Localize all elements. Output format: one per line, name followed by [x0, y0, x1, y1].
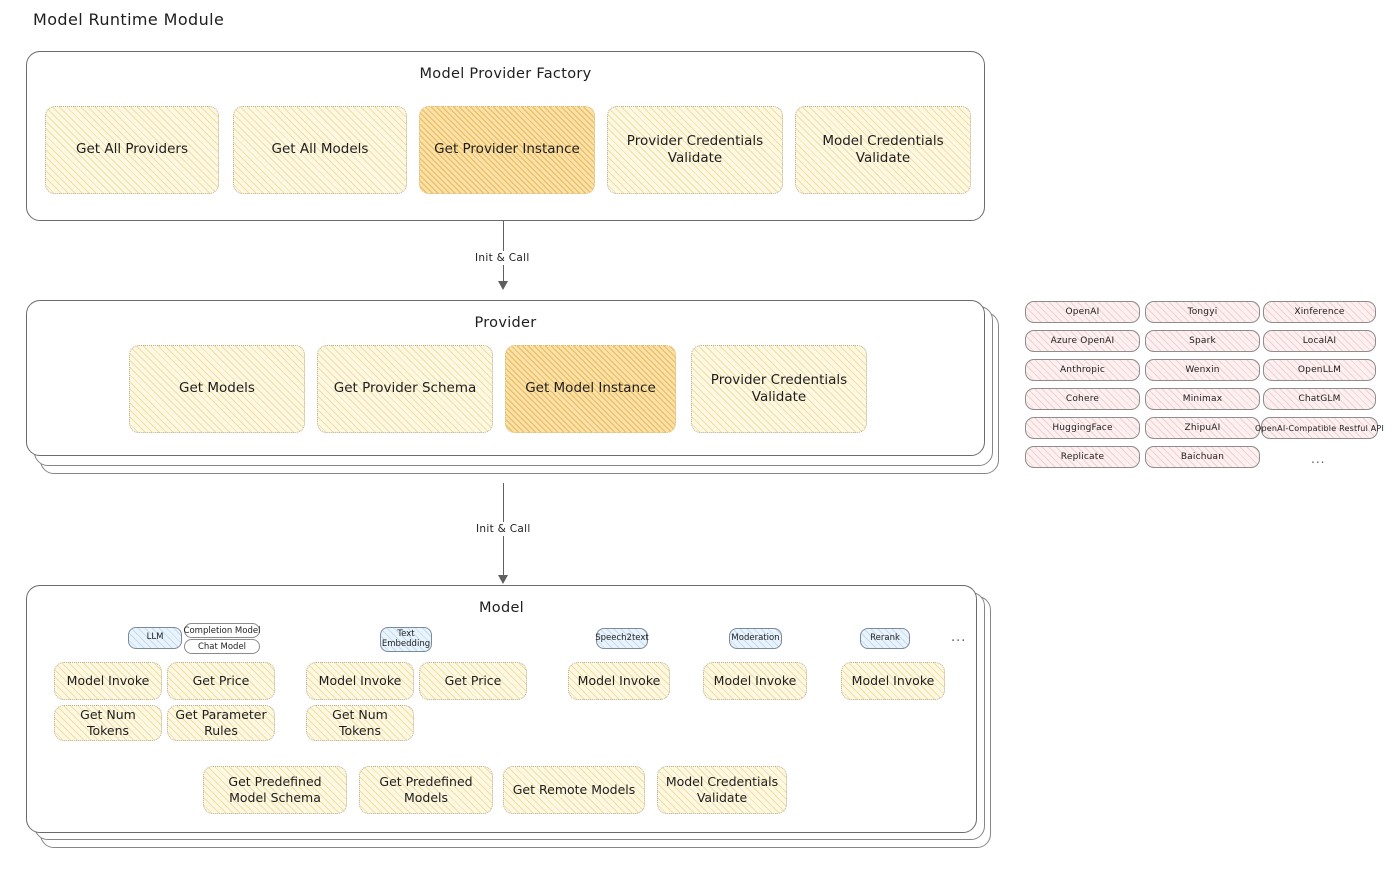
model-provider-factory-title: Model Provider Factory — [419, 66, 592, 82]
model-text-embedding-method-get-num-tokens[interactable]: Get Num Tokens — [306, 705, 414, 741]
provider-method-get-models[interactable]: Get Models — [129, 345, 305, 433]
factory-method-provider-credentials-validate[interactable]: Provider Credentials Validate — [607, 106, 783, 194]
model-shared-method-get-predefined-models[interactable]: Get Predefined Models — [359, 766, 493, 814]
model-type-badge-moderation[interactable]: Moderation — [729, 628, 782, 649]
provider-chip-replicate[interactable]: Replicate — [1025, 446, 1140, 468]
model-shared-method-model-credentials-validate[interactable]: Model Credentials Validate — [657, 766, 787, 814]
provider-method-provider-credentials-validate[interactable]: Provider Credentials Validate — [691, 345, 867, 433]
model-types-more: ... — [951, 630, 967, 645]
connector-factory-to-provider-label: Init & Call — [471, 251, 534, 265]
provider-chip-anthropic[interactable]: Anthropic — [1025, 359, 1140, 381]
provider-chip-localai[interactable]: LocalAI — [1263, 330, 1376, 352]
provider-method-get-model-instance[interactable]: Get Model Instance — [505, 345, 676, 433]
model-moderation-method-model-invoke[interactable]: Model Invoke — [703, 662, 807, 700]
provider-chip-zhipuai[interactable]: ZhipuAI — [1145, 417, 1260, 439]
provider-chip-chatglm[interactable]: ChatGLM — [1263, 388, 1376, 410]
factory-method-get-all-models[interactable]: Get All Models — [233, 106, 407, 194]
model-type-badge-llm[interactable]: LLM — [128, 627, 182, 649]
provider-chip-spark[interactable]: Spark — [1145, 330, 1260, 352]
provider-chip-xinference[interactable]: Xinference — [1263, 301, 1376, 323]
provider-method-get-provider-schema[interactable]: Get Provider Schema — [317, 345, 493, 433]
model-speech2text-method-model-invoke[interactable]: Model Invoke — [568, 662, 670, 700]
provider-list-more: ... — [1311, 452, 1326, 466]
model-shared-method-get-remote-models[interactable]: Get Remote Models — [503, 766, 645, 814]
connector-factory-to-provider-arrow — [498, 281, 508, 290]
model-llm-method-get-num-tokens[interactable]: Get Num Tokens — [54, 705, 162, 741]
model-text-embedding-method-model-invoke[interactable]: Model Invoke — [306, 662, 414, 700]
model-llm-method-get-price[interactable]: Get Price — [167, 662, 275, 700]
provider-chip-cohere[interactable]: Cohere — [1025, 388, 1140, 410]
provider-chip-huggingface[interactable]: HuggingFace — [1025, 417, 1140, 439]
provider-chip-openllm[interactable]: OpenLLM — [1263, 359, 1376, 381]
model-type-subbadge-chat-model[interactable]: Chat Model — [184, 639, 260, 654]
provider-chip-minimax[interactable]: Minimax — [1145, 388, 1260, 410]
connector-provider-to-model-arrow — [498, 575, 508, 584]
provider-chip-openai-compatible-restful-api[interactable]: OpenAI-Compatible Restful API — [1255, 417, 1384, 439]
provider-chip-azure-openai[interactable]: Azure OpenAI — [1025, 330, 1140, 352]
model-shared-method-get-predefined-model-schema[interactable]: Get Predefined Model Schema — [203, 766, 347, 814]
provider-chip-tongyi[interactable]: Tongyi — [1145, 301, 1260, 323]
connector-provider-to-model-label: Init & Call — [472, 522, 535, 536]
provider-title: Provider — [474, 315, 537, 331]
model-title: Model — [478, 600, 525, 616]
provider-chip-openai[interactable]: OpenAI — [1025, 301, 1140, 323]
model-rerank-method-model-invoke[interactable]: Model Invoke — [841, 662, 945, 700]
model-type-subbadge-completion-model[interactable]: Completion Model — [184, 623, 260, 638]
model-text-embedding-method-get-price[interactable]: Get Price — [419, 662, 527, 700]
model-llm-method-model-invoke[interactable]: Model Invoke — [54, 662, 162, 700]
page-title: Model Runtime Module — [33, 10, 225, 29]
model-type-badge-rerank[interactable]: Rerank — [860, 628, 910, 649]
model-type-badge-text-embedding[interactable]: Text Embedding — [380, 627, 432, 652]
provider-chip-wenxin[interactable]: Wenxin — [1145, 359, 1260, 381]
provider-chip-baichuan[interactable]: Baichuan — [1145, 446, 1260, 468]
factory-method-get-provider-instance[interactable]: Get Provider Instance — [419, 106, 595, 194]
model-type-badge-speech2text[interactable]: Speech2text — [595, 628, 649, 649]
factory-method-model-credentials-validate[interactable]: Model Credentials Validate — [795, 106, 971, 194]
model-llm-method-get-parameter-rules[interactable]: Get Parameter Rules — [167, 705, 275, 741]
factory-method-get-all-providers[interactable]: Get All Providers — [45, 106, 219, 194]
